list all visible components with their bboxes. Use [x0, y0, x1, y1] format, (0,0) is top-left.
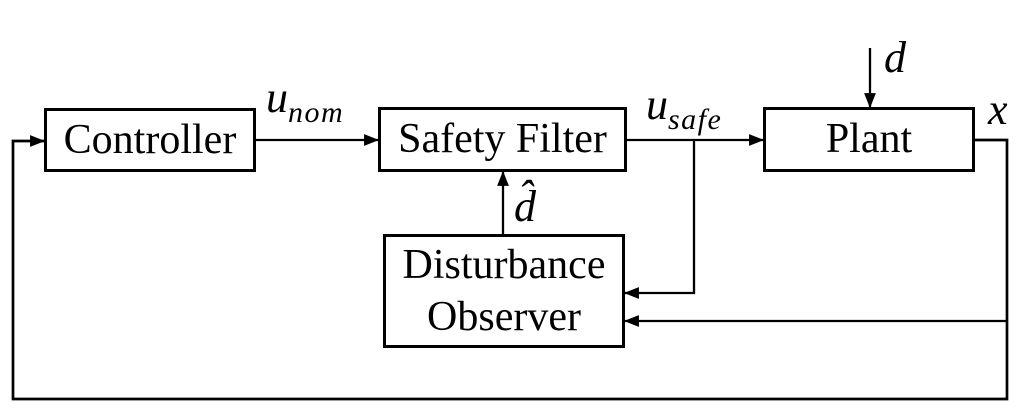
safety-filter-block: Safety Filter — [378, 107, 627, 172]
disturbance-observer-label-line1: Disturbance — [402, 241, 606, 288]
d-base: d — [884, 33, 906, 82]
controller-block: Controller — [44, 108, 256, 172]
u-safe-base: u — [646, 80, 668, 129]
u-safe-subscript: safe — [668, 102, 723, 136]
wire-u-safe-branch-to-observer — [623, 140, 696, 299]
disturbance-observer-block: Disturbance Observer — [383, 234, 625, 348]
signal-label-d: d — [884, 36, 906, 80]
plant-label: Plant — [825, 116, 913, 163]
signal-label-u-nom: unom — [266, 76, 344, 128]
safety-filter-label: Safety Filter — [398, 116, 607, 163]
disturbance-observer-label-line2: Observer — [427, 294, 581, 340]
wire-state-feedback-to-controller — [11, 135, 1009, 401]
plant-block: Plant — [763, 107, 975, 172]
u-nom-base: u — [266, 73, 288, 122]
signal-label-u-safe: usafe — [646, 83, 722, 135]
d-hat-base: d — [514, 182, 536, 231]
signal-label-x: x — [988, 88, 1008, 132]
u-nom-subscript: nom — [288, 95, 345, 129]
x-base: x — [988, 85, 1008, 134]
d-hat-circumflex: ˆ — [518, 172, 533, 221]
controller-label: Controller — [63, 116, 237, 163]
